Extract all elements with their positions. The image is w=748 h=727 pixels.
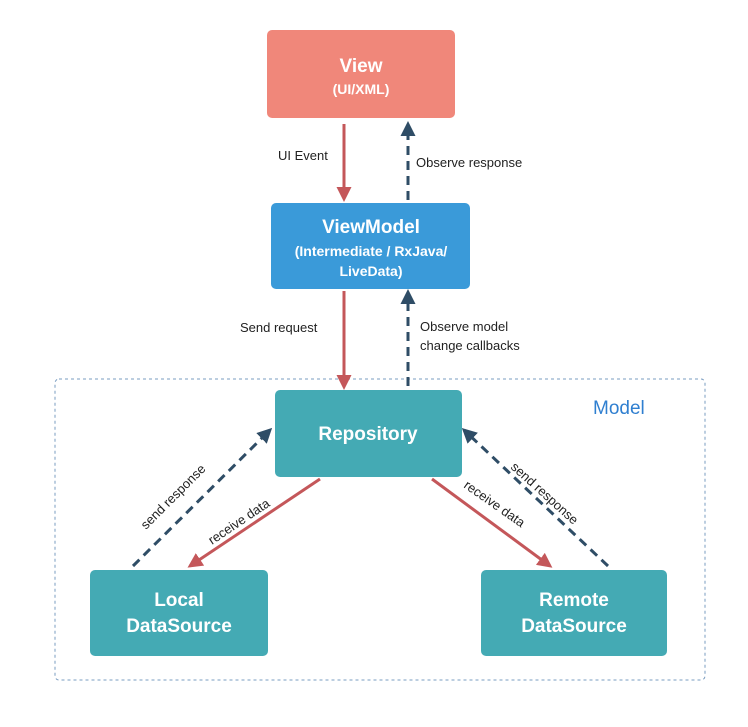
view-node-subtitle: (UI/XML): [333, 81, 390, 97]
local-send-response-label: send response: [138, 461, 209, 532]
local-datasource-line1: Local: [154, 590, 204, 611]
local-datasource-node: Local DataSource: [90, 570, 268, 656]
remote-datasource-node: Remote DataSource: [481, 570, 667, 656]
repository-node-title: Repository: [318, 424, 418, 445]
model-group-label: Model: [593, 398, 645, 419]
viewmodel-node-subtitle-line2: LiveData): [339, 263, 402, 279]
local-receive-data-arrow: [187, 477, 321, 568]
local-datasource-line2: DataSource: [126, 616, 232, 637]
remote-receive-data-arrow: [431, 477, 553, 568]
viewmodel-node-subtitle-line1: (Intermediate / RxJava/: [295, 243, 448, 259]
observe-model-label-line1: Observe model: [420, 319, 508, 334]
remote-receive-data-label: receive data: [461, 477, 528, 530]
ui-event-label: UI Event: [278, 148, 328, 163]
remote-send-response-arrow: [461, 427, 610, 568]
repository-node: Repository: [275, 390, 462, 477]
view-node-title: View: [340, 56, 383, 77]
send-request-label: Send request: [240, 320, 318, 335]
remote-datasource-line1: Remote: [539, 590, 609, 611]
model-group-boundary: [54, 378, 706, 681]
local-send-response-arrow: [131, 427, 273, 568]
viewmodel-node-title: ViewModel: [322, 217, 420, 238]
viewmodel-node: ViewModel (Intermediate / RxJava/ LiveDa…: [271, 203, 470, 289]
local-receive-data-label: receive data: [205, 495, 273, 547]
remote-datasource-line2: DataSource: [521, 616, 627, 637]
observe-response-label: Observe response: [416, 155, 522, 170]
observe-model-label-line2: change callbacks: [420, 338, 520, 353]
view-node: View (UI/XML): [267, 30, 455, 118]
